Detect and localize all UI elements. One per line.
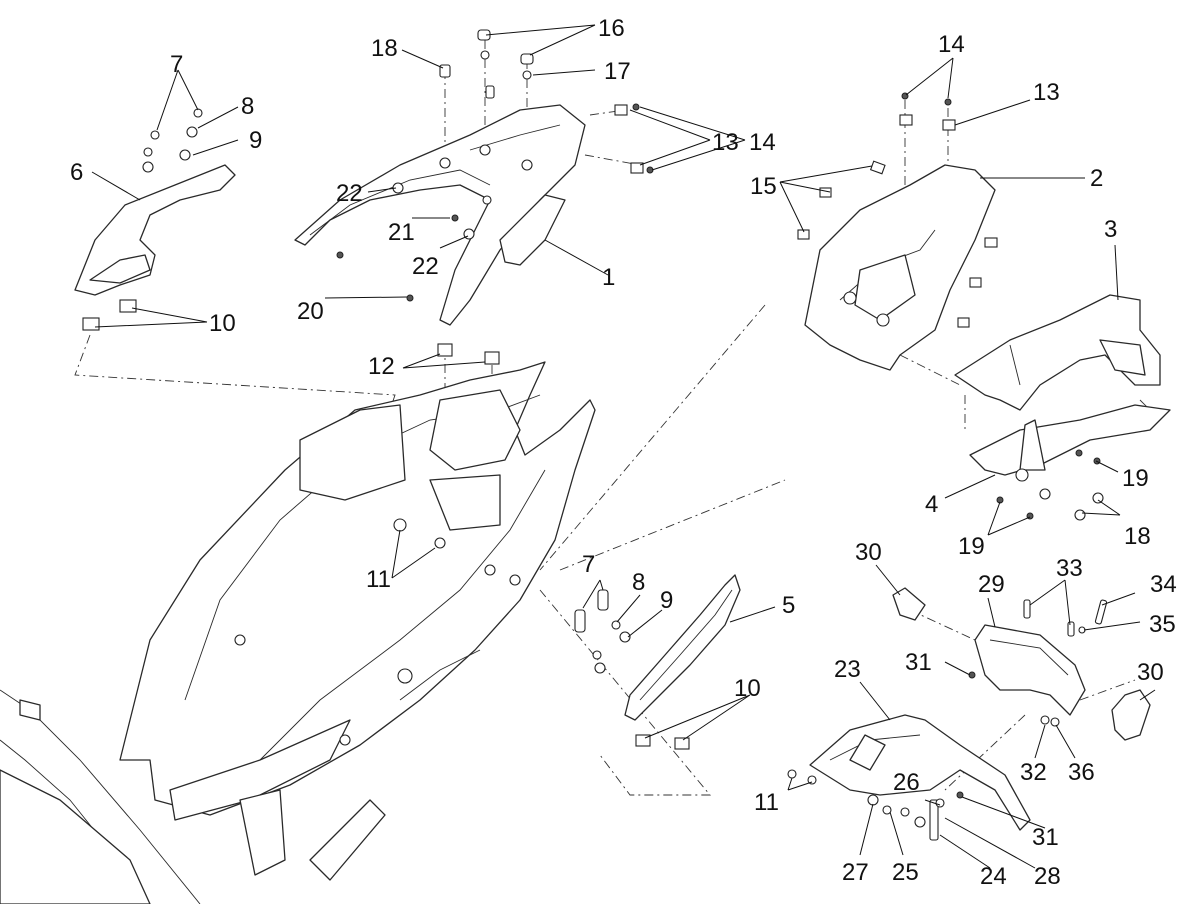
callout-14-center: 14: [749, 129, 776, 156]
callout-16: 16: [598, 15, 625, 42]
callout-18-top: 18: [371, 35, 398, 62]
callout-29: 29: [978, 571, 1005, 598]
part-3-fender-bracket: [954, 294, 1161, 411]
callout-2: 2: [1090, 165, 1103, 192]
part-30-reflectors: [892, 587, 1151, 741]
callout-25: 25: [892, 859, 919, 886]
callout-30-left: 30: [855, 539, 882, 566]
part-1-tail-cowl: [294, 104, 586, 326]
callout-14-right: 14: [938, 31, 965, 58]
callout-11-left: 11: [366, 566, 391, 593]
callout-36: 36: [1068, 759, 1095, 786]
callout-1: 1: [602, 264, 615, 291]
callout-23: 23: [834, 656, 861, 683]
callout-13-right: 13: [1033, 79, 1060, 106]
callout-13-center: 13: [712, 129, 739, 156]
callout-21: 21: [388, 219, 415, 246]
callout-6: 6: [70, 159, 83, 186]
callout-28: 28: [1034, 863, 1061, 890]
callout-31-lower: 31: [1032, 824, 1059, 851]
part-23-plate-holder: [809, 714, 1031, 831]
callout-15: 15: [750, 173, 777, 200]
callout-22-upper: 22: [336, 180, 363, 207]
callout-10-right: 10: [734, 675, 761, 702]
callout-7-left: 7: [170, 51, 183, 78]
callout-4: 4: [925, 491, 938, 518]
callout-5: 5: [782, 592, 795, 619]
callout-8-right: 8: [632, 569, 645, 596]
callout-8-left: 8: [241, 93, 254, 120]
callout-22-lower: 22: [412, 253, 439, 280]
callout-33: 33: [1056, 555, 1083, 582]
callout-3: 3: [1104, 216, 1117, 243]
callout-17: 17: [604, 58, 631, 85]
callout-19-bottom: 19: [958, 533, 985, 560]
callout-19-right: 19: [1122, 465, 1149, 492]
callouts: 1 2 3 4 5 6 7 7 8 8 9 9 10 10 11 11 12 1…: [70, 15, 1177, 890]
part-29-light-bracket: [974, 624, 1086, 716]
callout-11-right: 11: [754, 789, 779, 816]
callout-10-left: 10: [209, 310, 236, 337]
callout-30-right: 30: [1137, 659, 1164, 686]
callout-24: 24: [980, 863, 1007, 890]
part-2-rear-inner-fender: [797, 160, 998, 371]
callout-18-right: 18: [1124, 523, 1151, 550]
callout-9-right: 9: [660, 587, 673, 614]
part-5-right-side-panel: [624, 574, 741, 721]
leader-lines: [91, 24, 1156, 869]
part-4-base-plate: [969, 404, 1171, 521]
callout-12: 12: [368, 353, 395, 380]
hardware: [82, 29, 1108, 841]
callout-26: 26: [893, 769, 920, 796]
callout-31-upper: 31: [905, 649, 932, 676]
callout-27: 27: [842, 859, 869, 886]
callout-9-left: 9: [249, 127, 262, 154]
callout-7-right: 7: [582, 551, 595, 578]
callout-35: 35: [1149, 611, 1176, 638]
part-6-left-side-panel: [74, 164, 236, 296]
callout-20: 20: [297, 298, 324, 325]
callout-34: 34: [1150, 571, 1177, 598]
callout-32: 32: [1020, 759, 1047, 786]
rear-frame: [0, 361, 596, 904]
